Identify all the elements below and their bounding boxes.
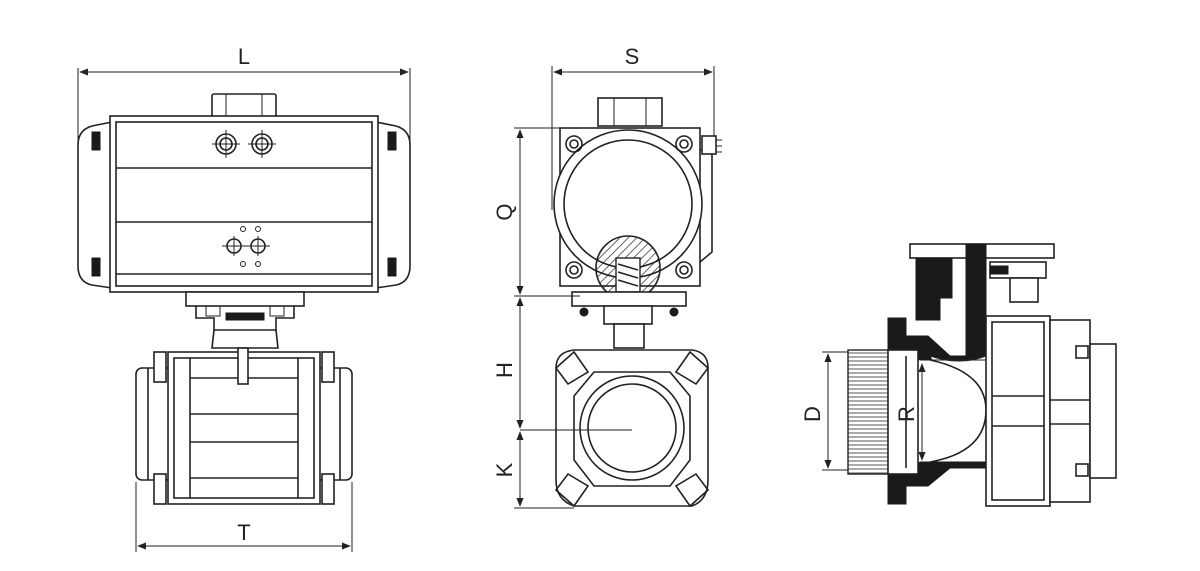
dimension-q: Q bbox=[492, 127, 560, 295]
dimension-label-r: R bbox=[894, 406, 919, 422]
dimension-label-s: S bbox=[625, 44, 640, 69]
dimension-label-d: D bbox=[800, 406, 825, 422]
dimension-label-k: K bbox=[492, 462, 517, 477]
dimension-l: L bbox=[77, 44, 411, 140]
dimension-label-h: H bbox=[492, 362, 517, 378]
front-view: L bbox=[77, 44, 411, 552]
dimension-t: T bbox=[135, 482, 353, 552]
dimension-label-l: L bbox=[238, 44, 250, 69]
ball-valve-front bbox=[135, 347, 353, 505]
mounting-bracket-front bbox=[185, 291, 305, 349]
dimension-h: H bbox=[492, 295, 580, 429]
dimension-k: K bbox=[492, 431, 574, 509]
dimension-r: R bbox=[894, 363, 926, 461]
dimension-s: S bbox=[551, 44, 715, 210]
dimension-label-q: Q bbox=[492, 203, 517, 220]
section-view: D R bbox=[800, 243, 1117, 507]
dimension-d: D bbox=[800, 351, 848, 471]
side-view: S bbox=[492, 44, 722, 509]
actuator-front bbox=[77, 93, 411, 293]
valve-end-view bbox=[520, 349, 710, 508]
dimension-label-t: T bbox=[237, 520, 250, 545]
actuator-side bbox=[553, 97, 722, 349]
